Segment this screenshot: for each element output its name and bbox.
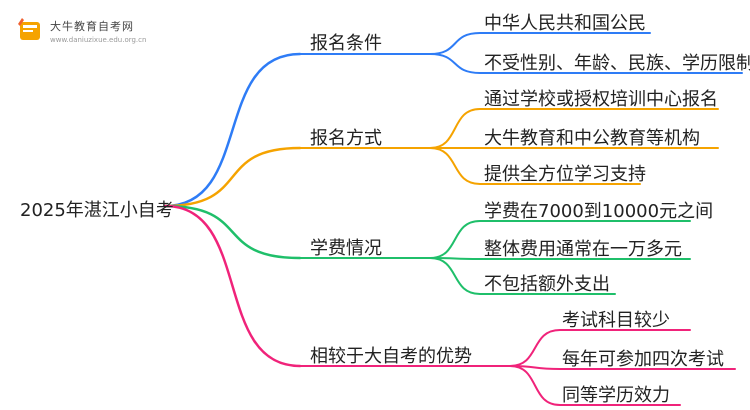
leaf-via-school: 通过学校或授权培训中心报名 <box>484 89 718 110</box>
branch-connector <box>163 204 302 368</box>
branch-advantages: 相较于大自考的优势 <box>310 346 472 367</box>
leaf-connector <box>429 53 743 74</box>
leaf-no-restrictions: 不受性别、年龄、民族、学历限制 <box>484 53 750 74</box>
leaf-connector <box>509 365 681 406</box>
leaf-total-fee: 整体费用通常在一万多元 <box>484 239 682 260</box>
branch-tuition: 学费情况 <box>310 238 382 259</box>
root-node: 2025年湛江小自考 <box>20 200 174 221</box>
leaf-connector <box>429 108 719 149</box>
book-logo-icon <box>18 18 40 40</box>
branch-connector <box>163 146 302 208</box>
branch-connector <box>163 52 302 208</box>
leaf-connector <box>429 257 616 295</box>
leaf-fewer-subjects: 考试科目较少 <box>562 310 670 331</box>
site-watermark: 大牛教育自考网 www.daniuzixue.edu.org.cn <box>14 10 164 50</box>
leaf-connector <box>429 147 641 185</box>
leaf-support: 提供全方位学习支持 <box>484 164 646 185</box>
leaf-institutions: 大牛教育和中公教育等机构 <box>484 128 700 149</box>
branch-registration-conditions: 报名条件 <box>310 33 382 54</box>
leaf-fee-range: 学费在7000到10000元之间 <box>484 201 714 222</box>
branch-registration-method: 报名方式 <box>310 128 382 149</box>
leaf-citizen: 中华人民共和国公民 <box>484 13 646 34</box>
leaf-connector <box>429 220 691 259</box>
leaf-connector <box>509 329 691 367</box>
leaf-equal-validity: 同等学历效力 <box>562 385 670 406</box>
leaf-connector <box>509 365 736 370</box>
leaf-connector <box>429 257 691 260</box>
watermark-url: www.daniuzixue.edu.org.cn <box>50 36 147 44</box>
leaf-connector <box>429 32 651 55</box>
leaf-no-extra: 不包括额外支出 <box>484 274 610 295</box>
leaf-four-exams: 每年可参加四次考试 <box>562 349 724 370</box>
branch-connector <box>163 204 302 260</box>
watermark-title: 大牛教育自考网 <box>50 20 134 33</box>
